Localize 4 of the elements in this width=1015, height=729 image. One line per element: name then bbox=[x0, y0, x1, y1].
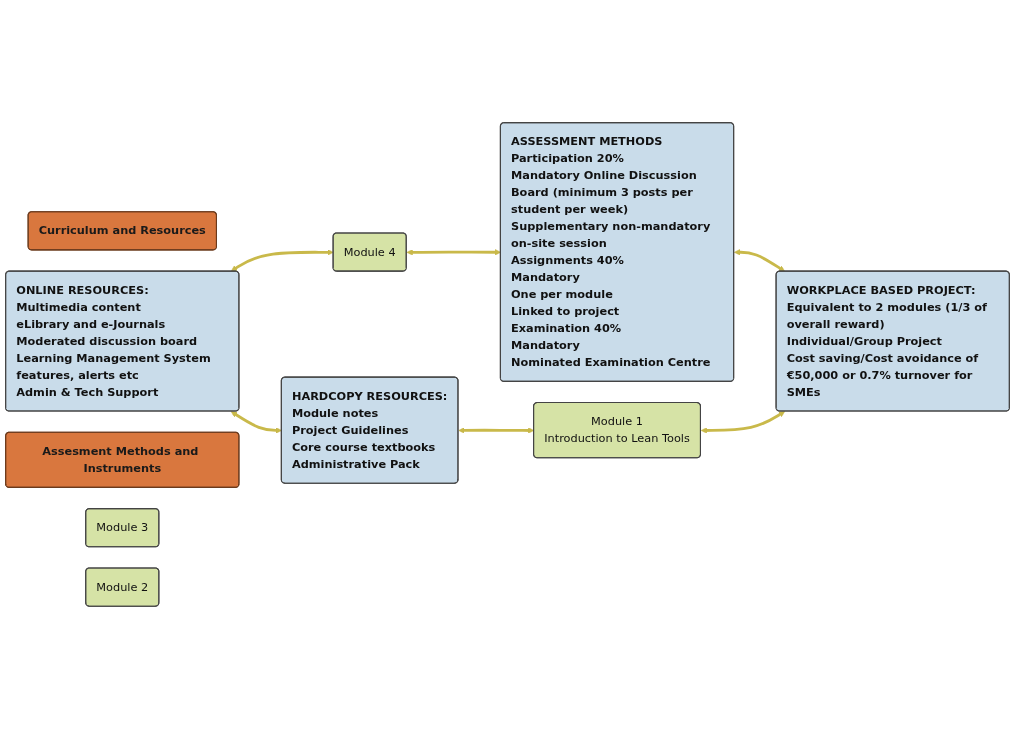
arrow bbox=[230, 411, 282, 434]
arrow bbox=[700, 411, 786, 434]
arrow bbox=[734, 249, 786, 272]
arrow bbox=[230, 249, 334, 272]
